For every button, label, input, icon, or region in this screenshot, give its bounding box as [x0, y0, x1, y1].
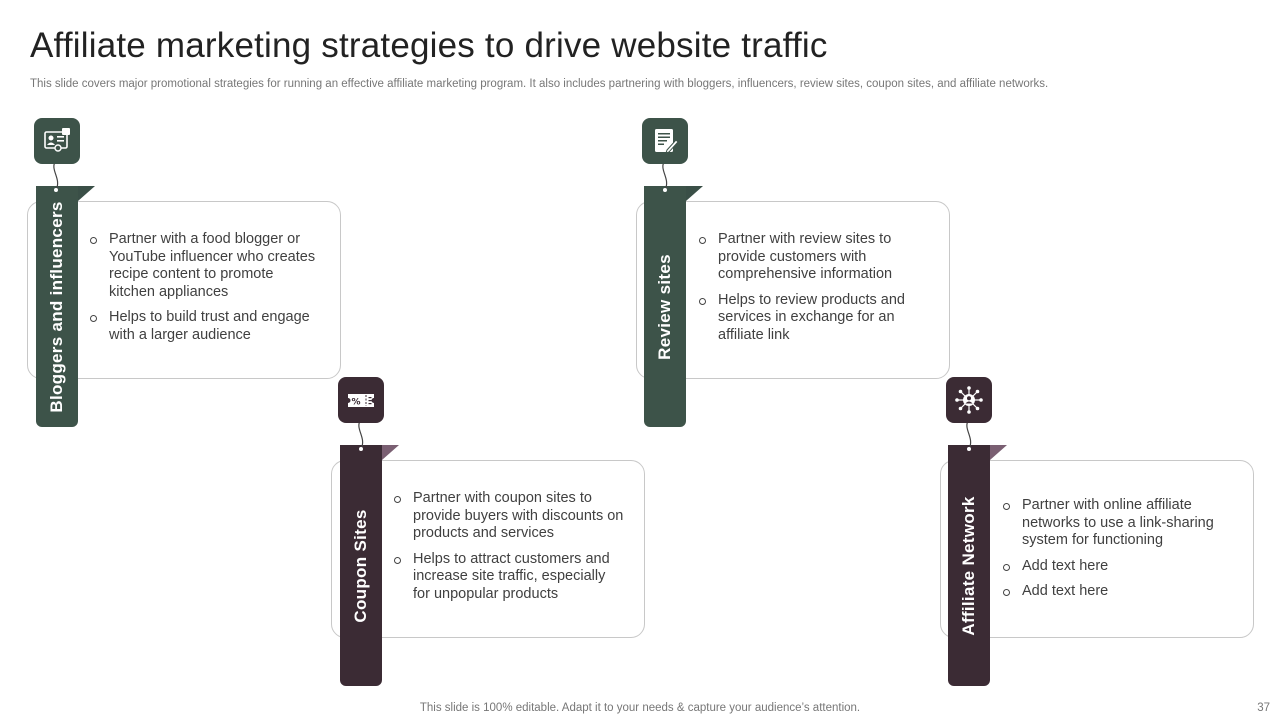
- page-number: 37: [1257, 702, 1270, 714]
- strategy-point: Add text here: [1003, 558, 1235, 576]
- coupon-ticket-icon: %: [338, 377, 384, 423]
- bar-fold-corner: [990, 445, 1007, 460]
- strategy-point: Partner with coupon sites to provide buy…: [394, 490, 626, 543]
- slide-title: Affiliate marketing strategies to drive …: [30, 26, 828, 65]
- strategy-points-coupon: Partner with coupon sites to provide buy…: [394, 490, 626, 611]
- strategy-bar-coupon: Coupon Sites: [340, 445, 382, 686]
- slide-subtitle: This slide covers major promotional stra…: [30, 78, 1049, 90]
- strategy-bar-review: Review sites: [644, 186, 686, 427]
- blogger-profile-icon: [34, 118, 80, 164]
- strategy-label-coupon: Coupon Sites: [351, 508, 370, 623]
- bar-fold-corner: [78, 186, 95, 201]
- strategy-card-bloggers: Partner with a food blogger or YouTube i…: [27, 201, 341, 379]
- strategy-point: Helps to review products and services in…: [699, 292, 931, 345]
- strategy-point: Partner with a food blogger or YouTube i…: [90, 231, 322, 301]
- strategy-bar-bloggers: Bloggers and influencers: [36, 186, 78, 427]
- strategy-points-affiliate-network: Partner with online affiliate networks t…: [1003, 497, 1235, 609]
- strategy-point: Helps to attract customers and increase …: [394, 551, 626, 604]
- footer-note: This slide is 100% editable. Adapt it to…: [419, 702, 861, 714]
- strategy-point: Partner with review sites to provide cus…: [699, 231, 931, 284]
- bar-fold-corner: [686, 186, 703, 201]
- review-document-icon: [642, 118, 688, 164]
- strategy-point: Partner with online affiliate networks t…: [1003, 497, 1235, 550]
- strategy-bar-affiliate-network: Affiliate Network: [948, 445, 990, 686]
- strategy-card-review: Partner with review sites to provide cus…: [636, 201, 950, 379]
- strategy-card-coupon: Partner with coupon sites to provide buy…: [331, 460, 645, 638]
- strategy-points-bloggers: Partner with a food blogger or YouTube i…: [90, 231, 322, 352]
- strategy-point: Add text here: [1003, 583, 1235, 601]
- svg-text:%: %: [351, 398, 360, 408]
- bar-fold-corner: [382, 445, 399, 460]
- strategy-card-affiliate-network: Partner with online affiliate networks t…: [940, 460, 1254, 638]
- strategy-label-review: Review sites: [655, 253, 674, 360]
- strategy-label-bloggers: Bloggers and influencers: [47, 200, 66, 413]
- strategy-points-review: Partner with review sites to provide cus…: [699, 231, 931, 352]
- network-hub-icon: [946, 377, 992, 423]
- strategy-label-affiliate-network: Affiliate Network: [959, 495, 978, 636]
- strategy-point: Helps to build trust and engage with a l…: [90, 309, 322, 344]
